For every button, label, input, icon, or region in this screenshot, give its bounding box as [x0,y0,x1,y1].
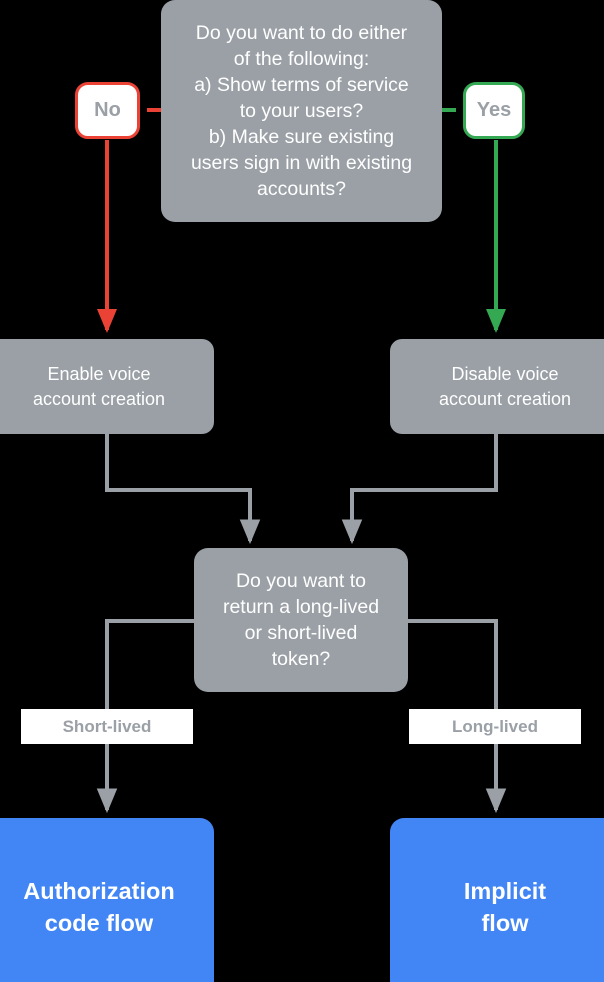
decision-token-lifetime-node[interactable]: Do you want to return a long-lived or sh… [194,548,408,692]
implicit-flow-node[interactable]: Implicit flow [390,818,604,982]
text-line: Enable voice [47,363,151,384]
text-line: Authorization [23,878,175,904]
text-line: token? [271,648,331,670]
text-line: Do you want to do either [195,22,408,44]
text-line: accounts? [257,178,346,200]
text-line: b) Make sure existing [208,126,395,148]
text-line: of the following: [233,48,370,70]
text-line: account creation [32,388,166,409]
decision-token-lifetime-text: Do you want to return a long-lived or sh… [223,568,379,672]
text-line: code flow [44,910,154,936]
text-line: Implicit [463,878,547,904]
edge-label-long-lived-text: Long-lived [452,716,538,736]
branch-badge-no-label: No [94,99,121,121]
branch-badge-yes-label: Yes [476,99,512,121]
edge-label-short-lived: Short-lived [21,709,193,744]
text-line: flow [481,910,529,936]
edge-enable-voice-to-token-decision [105,434,261,545]
disable-voice-account-creation-text: Disable voice account creation [439,362,571,412]
text-line: Do you want to [235,570,367,592]
decision-terms-of-service-node[interactable]: Do you want to do either of the followin… [161,0,442,222]
text-line: or short-lived [244,622,358,644]
enable-voice-account-creation-node[interactable]: Enable voice account creation [0,339,214,434]
branch-badge-yes[interactable]: Yes [463,82,525,139]
decision-terms-of-service-text: Do you want to do either of the followin… [191,20,412,202]
authorization-code-flow-text: Authorization code flow [23,875,174,939]
edge-label-short-lived-text: Short-lived [62,716,152,736]
text-line: a) Show terms of service [194,74,409,96]
authorization-code-flow-node[interactable]: Authorization code flow [0,818,214,982]
implicit-flow-text: Implicit flow [464,875,546,939]
edge-label-long-lived: Long-lived [409,709,581,744]
text-line: to your users? [239,100,364,122]
text-line: account creation [438,388,572,409]
disable-voice-account-creation-node[interactable]: Disable voice account creation [390,339,604,434]
enable-voice-account-creation-text: Enable voice account creation [33,362,165,412]
text-line: return a long-lived [222,596,380,618]
text-line: users sign in with existing [190,152,413,174]
text-line: Disable voice [451,363,559,384]
branch-badge-no[interactable]: No [75,82,140,139]
edge-disable-voice-to-token-decision [341,434,498,545]
